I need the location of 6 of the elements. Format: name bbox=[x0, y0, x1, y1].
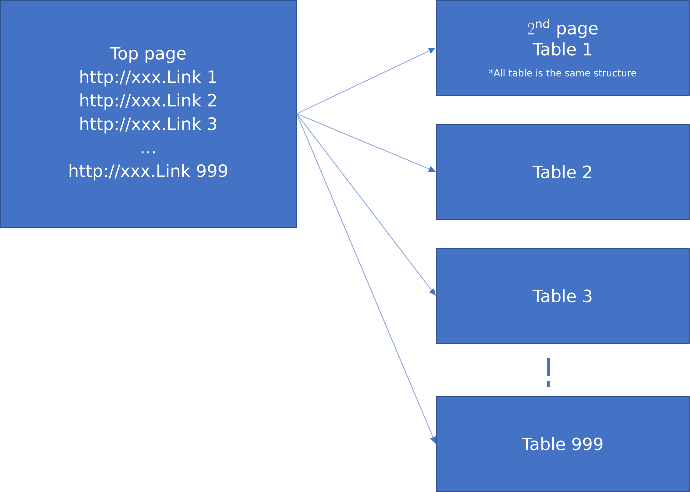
page-box: $2^{\mathrm{nd}}\ \mathrm{page}$ Table 1 *All table is the same structure bbox=[436, 0, 690, 96]
page-box: Table 999 bbox=[436, 396, 690, 492]
arrow bbox=[296, 114, 436, 296]
page-box: Table 2 bbox=[436, 124, 690, 220]
page-box: Table 3 bbox=[436, 248, 690, 344]
page-box: Top page http://xxx.Link 1 http://xxx.Link 2 http://xxx.Link 3 … http://xxx.Link 999 bbox=[0, 0, 297, 228]
